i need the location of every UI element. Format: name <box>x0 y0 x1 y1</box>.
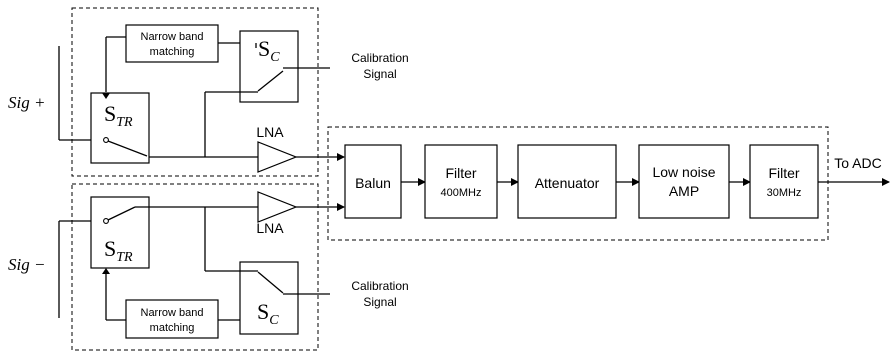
to-adc-label: To ADC <box>834 155 881 171</box>
attenuator-block <box>517 144 617 219</box>
attenuator-label: Attenuator <box>535 175 600 191</box>
tr-bottom-arrow-icon <box>102 268 110 274</box>
matching-bottom-line1: Narrow band <box>141 307 204 319</box>
sig-minus-label: Sig − <box>8 255 45 274</box>
lna-bottom-icon <box>257 191 298 223</box>
low-noise-amp-line1: Low noise <box>652 164 715 180</box>
cal-switch-bottom <box>239 261 299 335</box>
tr-switch-top-pivot <box>103 137 109 143</box>
tr-switch-top-label: STR <box>104 101 133 130</box>
calibration-top-line1: Calibration <box>351 51 408 65</box>
bottom-channel-frame <box>71 183 319 351</box>
tr-switch-top <box>90 92 150 164</box>
lna-bottom-label: LNA <box>256 220 284 236</box>
receive-chain-frame <box>327 126 829 241</box>
matching-box-bottom <box>125 299 219 339</box>
filter-400-line1: Filter <box>445 165 476 181</box>
matching-bottom-line2: matching <box>150 322 195 334</box>
cal-switch-top-label: SC <box>258 36 280 65</box>
cal-switch-bottom-blade <box>257 271 284 294</box>
filter-400-block <box>424 144 498 219</box>
calibration-top-line2: Signal <box>363 67 396 81</box>
tr-switch-top-blade <box>107 140 148 157</box>
calibration-bottom-line1: Calibration <box>351 279 408 293</box>
tr-switch-bottom-label: STR <box>104 236 133 265</box>
balun-block <box>344 144 402 219</box>
filter-30-block <box>749 144 819 219</box>
tr-switch-bottom <box>90 196 150 269</box>
filter-30-line2: 30MHz <box>767 187 802 199</box>
low-noise-amp-line2: AMP <box>669 183 699 199</box>
balun-label: Balun <box>355 175 391 191</box>
cal-switch-top-blade <box>257 70 284 92</box>
lna-top-label: LNA <box>256 124 284 140</box>
tr-switch-bottom-pivot <box>103 218 109 224</box>
tr-switch-bottom-blade <box>107 206 136 221</box>
cal-switch-bottom-label: SC <box>257 299 279 328</box>
filter-400-line2: 400MHz <box>441 187 482 199</box>
tr-top-arrow-icon <box>102 93 110 99</box>
matching-top-line2: matching <box>150 46 195 58</box>
lna-top-icon <box>257 141 298 173</box>
filter-30-line1: Filter <box>768 165 799 181</box>
sig-plus-label: Sig + <box>8 93 45 112</box>
low-noise-amp-block <box>638 144 730 219</box>
top-channel-frame <box>71 7 319 177</box>
matching-top-line1: Narrow band <box>141 31 204 43</box>
cal-switch-top <box>239 30 299 103</box>
calibration-bottom-line2: Signal <box>363 295 396 309</box>
